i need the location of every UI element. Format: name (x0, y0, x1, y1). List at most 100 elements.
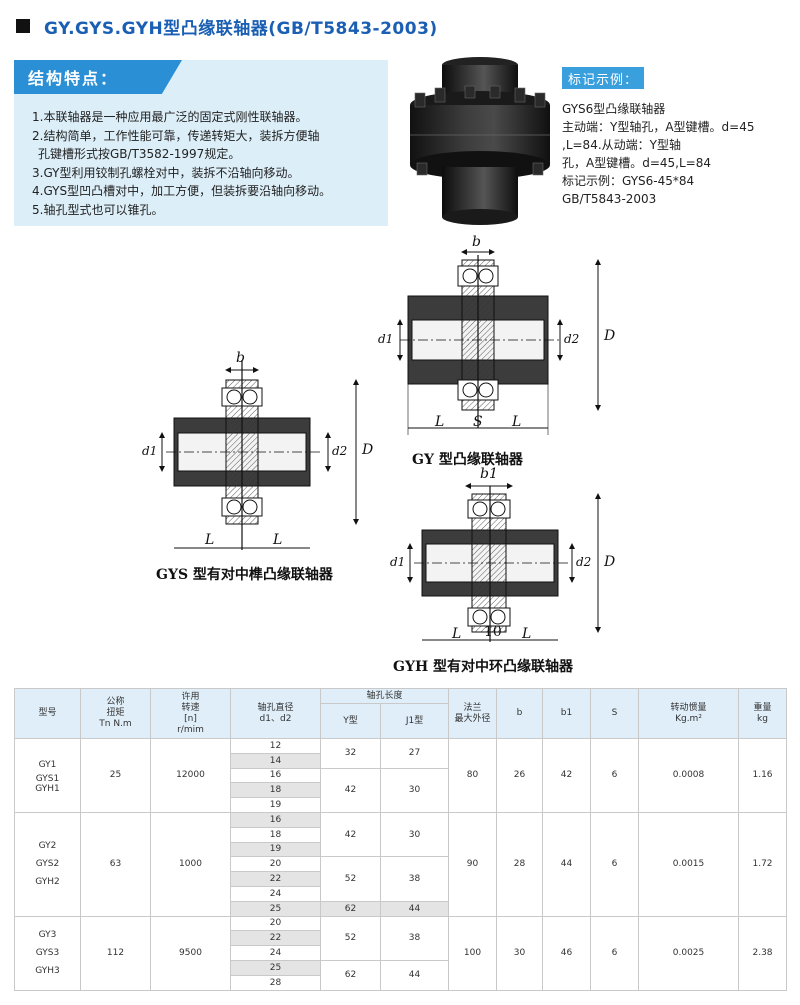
cell-bore: 24 (230, 885, 321, 902)
feature-item: 4.GYS型凹凸槽对中，加工方便，但装拆要沿轴向移动。 (32, 184, 332, 198)
feature-item: 孔键槽形式按GB/T3582-1997规定。 (38, 147, 241, 161)
features-panel: 结构特点： 1.本联轴器是一种应用最广泛的固定式刚性联轴器。 2.结构简单，工作… (14, 60, 388, 226)
col-b1: b1 (542, 688, 592, 739)
gyh-label-10: 10 (484, 624, 502, 640)
marking-text: GYS6型凸缘联轴器 主动端：Y型轴孔，A型键槽。d=45 ,L=84.从动端：… (562, 100, 792, 208)
marking-line: ,L=84.从动端：Y型轴 (562, 138, 681, 152)
cell-inertia: 0.0025 (638, 915, 740, 991)
cell-b1: 42 (542, 738, 592, 813)
cell-bore: 19 (230, 841, 321, 858)
gys-label-d2: d2 (332, 444, 348, 458)
cell-b: 30 (496, 915, 544, 991)
table-row: 28 (15, 974, 787, 991)
cell-torque: 25 (80, 738, 151, 813)
gy-label-d2: d2 (564, 332, 580, 346)
feature-item: 3.GY型利用铰制孔螺栓对中，装拆不沿轴向移动。 (32, 165, 300, 180)
col-length-group: 轴孔长度 (319, 688, 450, 704)
cell-bore: 28 (230, 974, 321, 991)
gys-label-d1: d1 (142, 444, 158, 458)
gy-label-D: D (604, 328, 616, 344)
marking-line: 孔，A型键槽。d=45,L=84 (562, 156, 711, 170)
table-row: 25 62 44 (15, 900, 787, 917)
feature-item: 5.轴孔型式也可以锥孔。 (32, 202, 164, 217)
gyh-caption: GYH 型有对中环凸缘联轴器 (393, 659, 574, 675)
col-j1: J1型 (379, 703, 450, 739)
cell-flange: 100 (448, 915, 498, 991)
cell-y: 52 (320, 856, 381, 902)
cell-bore: 20 (230, 915, 321, 932)
features-banner: 结构特点： (14, 60, 182, 94)
gy-label-b: b (472, 234, 481, 250)
feature-item: 2.结构简单，工作性能可靠，传递转矩大，装拆方便轴 (32, 128, 320, 143)
features-list: 1.本联轴器是一种应用最广泛的固定式刚性联轴器。 2.结构简单，工作性能可靠，传… (32, 108, 382, 219)
marking-line: GB/T5843-2003 (562, 192, 657, 206)
gyh-label-d2: d2 (576, 555, 592, 569)
gyh-label-b1: b1 (480, 466, 498, 482)
cell-bore: 12 (230, 738, 321, 754)
marking-line: GYS6型凸缘联轴器 (562, 102, 666, 116)
cell-b: 28 (496, 811, 544, 917)
cell-j1: 27 (379, 738, 450, 769)
table-row: 16 42 30 (15, 767, 787, 813)
marking-line: 主动端：Y型轴孔，A型键槽。d=45 (562, 120, 755, 134)
technical-drawings: b d1 d2 D L S L GY 型凸缘联轴器 b d1 d2 D L L … (0, 230, 800, 680)
cell-bore: 22 (230, 871, 321, 887)
cell-s: 6 (590, 915, 640, 991)
gys-label-b: b (236, 350, 245, 366)
cell-y: 62 (320, 959, 381, 991)
gyh-label-L-right: L (522, 626, 532, 642)
gys-label-L-left: L (205, 532, 215, 548)
cell-inertia: 0.0015 (638, 811, 740, 917)
feature-item: 1.本联轴器是一种应用最广泛的固定式刚性联轴器。 (32, 110, 308, 124)
cell-inertia: 0.0008 (638, 738, 740, 813)
gy-label-L-right: L (512, 414, 522, 430)
cell-speed: 9500 (150, 915, 231, 991)
cell-j1: 30 (379, 767, 450, 813)
table-row: 18 (15, 782, 787, 799)
cell-bore: 25 (230, 900, 321, 917)
cell-weight: 2.38 (738, 915, 788, 991)
cell-b: 26 (496, 738, 544, 813)
cell-bore: 24 (230, 945, 321, 961)
gy-label-S: S (473, 414, 483, 430)
table-row: 19 (15, 841, 787, 858)
cell-bore: 20 (230, 856, 321, 873)
cell-y: 32 (320, 738, 381, 769)
cell-y: 52 (320, 915, 381, 961)
cell-j1: 44 (379, 900, 450, 917)
col-s: S (590, 688, 640, 739)
gy-label-L-left: L (435, 414, 445, 430)
cell-bore: 19 (230, 797, 321, 813)
col-y: Y型 (320, 703, 381, 739)
gys-drawing (159, 360, 359, 550)
marking-line: 标记示例：GYS6-45*84 (562, 174, 695, 188)
page-header: GY.GYS.GYH型凸缘联轴器(GB/T5843-2003) (14, 10, 794, 42)
cell-bore: 16 (230, 767, 321, 784)
cell-j1: 44 (379, 959, 450, 991)
cell-j1: 38 (379, 915, 450, 961)
col-speed: 许用转速[n]r/mim (150, 688, 231, 739)
gyh-drawing (407, 483, 601, 642)
cell-y: 42 (320, 767, 381, 813)
col-flange: 法兰最大外径 (448, 688, 498, 739)
cell-weight: 1.72 (738, 811, 788, 917)
cell-torque: 63 (80, 811, 151, 917)
coupling-photo (410, 57, 550, 225)
page-title: GY.GYS.GYH型凸缘联轴器(GB/T5843-2003) (44, 18, 438, 39)
cell-bore: 18 (230, 782, 321, 799)
cell-j1: 38 (379, 856, 450, 902)
cell-s: 6 (590, 738, 640, 813)
